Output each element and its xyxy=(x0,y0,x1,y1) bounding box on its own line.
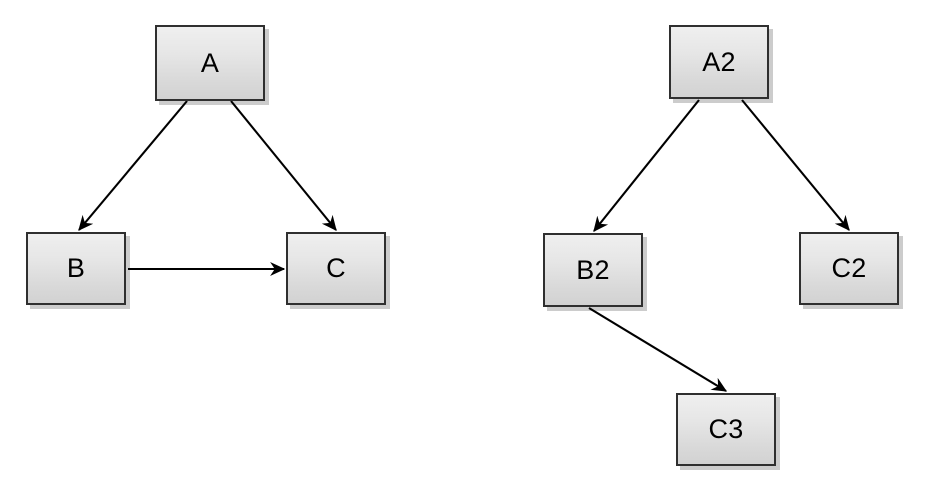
node-c2[interactable]: C2 xyxy=(799,232,899,305)
node-label: B xyxy=(66,253,86,283)
node-label: B2 xyxy=(576,254,610,285)
node-a2[interactable]: A2 xyxy=(669,25,769,99)
edge-b2-c3[interactable] xyxy=(588,307,728,392)
edge-a-c[interactable] xyxy=(230,100,337,231)
edge-a2-c2[interactable] xyxy=(741,99,850,231)
node-b2[interactable]: B2 xyxy=(543,233,643,307)
node-label: C2 xyxy=(831,253,867,283)
edge-a-b[interactable] xyxy=(78,100,188,231)
edge-a2-b2[interactable] xyxy=(593,99,700,232)
node-b[interactable]: B xyxy=(26,232,126,305)
node-label: A xyxy=(200,47,220,78)
node-label: A2 xyxy=(702,46,736,77)
node-c[interactable]: C xyxy=(286,232,386,305)
node-label: C3 xyxy=(708,414,744,444)
node-a[interactable]: A xyxy=(155,25,265,101)
node-c3[interactable]: C3 xyxy=(676,393,776,466)
node-label: C xyxy=(326,253,346,283)
